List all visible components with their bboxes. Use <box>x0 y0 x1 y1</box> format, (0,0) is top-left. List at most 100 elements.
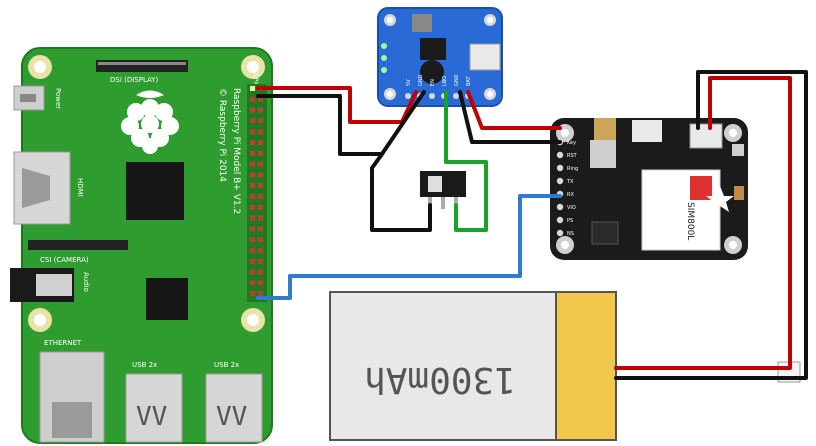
wire-battery-red <box>614 76 792 370</box>
fona-antenna-pad <box>734 186 744 200</box>
wire-switch-gnd <box>370 152 432 232</box>
gpio-pin <box>258 150 263 156</box>
gpio-pin <box>250 237 255 243</box>
jst-connector <box>469 43 501 71</box>
raspberry-logo-icon <box>121 90 179 154</box>
gpio-pin <box>250 248 255 253</box>
gpio-pin <box>258 204 263 210</box>
gpio-pin <box>258 194 263 199</box>
gpio-pin <box>258 140 263 145</box>
booster-inductor <box>412 14 432 32</box>
gpio-pin <box>258 258 263 264</box>
booster-pin <box>429 93 435 99</box>
fona-battery-jst <box>689 123 723 149</box>
booster-pin-label: GND <box>454 74 460 86</box>
pi-model-text: Raspberry Pi Model B+ V1.2 <box>231 88 241 214</box>
gpio-pin <box>250 129 255 135</box>
gpio-pin <box>250 86 255 91</box>
fona-board: SIM800L <box>550 118 748 260</box>
gpio-pin <box>250 183 255 189</box>
usb-port-2 <box>205 373 263 443</box>
gpio-pin <box>258 248 263 253</box>
gpio-pin <box>258 118 263 124</box>
fona-pin-label: Ring <box>567 166 578 172</box>
fona-button[interactable] <box>732 144 744 156</box>
gpio-header <box>247 84 267 302</box>
gpio-pin <box>258 172 263 178</box>
booster-pin-label: 5V <box>406 79 412 86</box>
fona-pin <box>556 164 564 172</box>
gpio-pin <box>250 280 255 286</box>
usb-port-1 <box>125 373 183 443</box>
gpio-pin <box>250 258 255 264</box>
fona-pin-label: NS <box>567 231 574 237</box>
battery-cap <box>555 291 617 441</box>
wire-battery-black <box>614 70 808 380</box>
battery-body <box>329 291 557 441</box>
fona-pin <box>556 177 564 185</box>
dsi-connector <box>96 60 188 72</box>
gpio-pin <box>258 269 263 275</box>
gpio-pin <box>250 204 255 210</box>
csi-label: CSI (CAMERA) <box>40 256 89 264</box>
booster-pin-label: BAT <box>466 76 472 86</box>
gpio-pin <box>258 280 263 286</box>
wire-gnd-fona <box>458 90 562 144</box>
booster-pin-label: GND <box>418 74 424 86</box>
dsi-label: DSI (DISPLAY) <box>110 76 159 84</box>
gpio-pin <box>250 291 255 297</box>
hdmi-label: HDMI <box>76 178 84 197</box>
fona-pin-label: RX <box>567 192 574 198</box>
powerboost-board <box>377 7 503 107</box>
gpio-pin <box>250 194 255 199</box>
fona-chip <box>591 221 619 245</box>
gpio-pin <box>250 269 255 275</box>
gpio-pin <box>250 150 255 156</box>
gpio-pin <box>258 161 263 167</box>
svg-text:VV: VV <box>216 402 247 432</box>
fona-pin-label: TX <box>566 179 574 185</box>
fona-pin-label: Key <box>567 140 576 146</box>
fona-pin <box>556 151 564 159</box>
gpio-pin <box>250 140 255 145</box>
fona-pin <box>556 229 564 237</box>
gpio-pin <box>250 172 255 178</box>
power-label: Power <box>54 88 62 109</box>
gpio-pin <box>258 96 263 102</box>
wire-serial <box>256 194 562 300</box>
pi-copyright-text: © Raspberry Pi 2014 <box>217 88 227 182</box>
gpio-pin <box>258 183 263 189</box>
slide-switch[interactable] <box>420 171 466 209</box>
gpio-label: GPIO <box>252 73 259 88</box>
gpio-pin <box>258 237 263 243</box>
pi-pcb <box>21 47 273 444</box>
svg-text:VV: VV <box>136 402 167 432</box>
fona-pin-label: PS <box>567 218 573 224</box>
star-logo-icon <box>706 186 734 212</box>
gpio-pin <box>250 215 255 221</box>
lan-chip <box>146 278 188 320</box>
fona-pin-label: RST <box>567 153 578 159</box>
wire-pi-gnd <box>256 90 426 156</box>
booster-chip <box>420 38 446 60</box>
fona-pin <box>556 203 564 211</box>
booster-coil <box>420 60 444 84</box>
csi-connector <box>28 240 128 250</box>
sim800-label: SIM800L <box>685 202 695 240</box>
gpio-pin <box>258 215 263 221</box>
booster-pin <box>405 93 411 99</box>
gpio-pin <box>250 107 255 113</box>
booster-pin-label: EN <box>430 79 436 86</box>
raspberry-pi-board: DSI (DISPLAY) CSI (CAMERA) Raspberry Pi … <box>10 47 273 444</box>
gpio-pin <box>250 161 255 167</box>
switch-knob[interactable] <box>428 176 442 192</box>
fona-pin <box>556 216 564 224</box>
wire-pi-5v <box>256 86 418 124</box>
fona-usb <box>632 120 662 142</box>
fona-audio-jack <box>594 118 616 140</box>
booster-pin <box>453 93 459 99</box>
